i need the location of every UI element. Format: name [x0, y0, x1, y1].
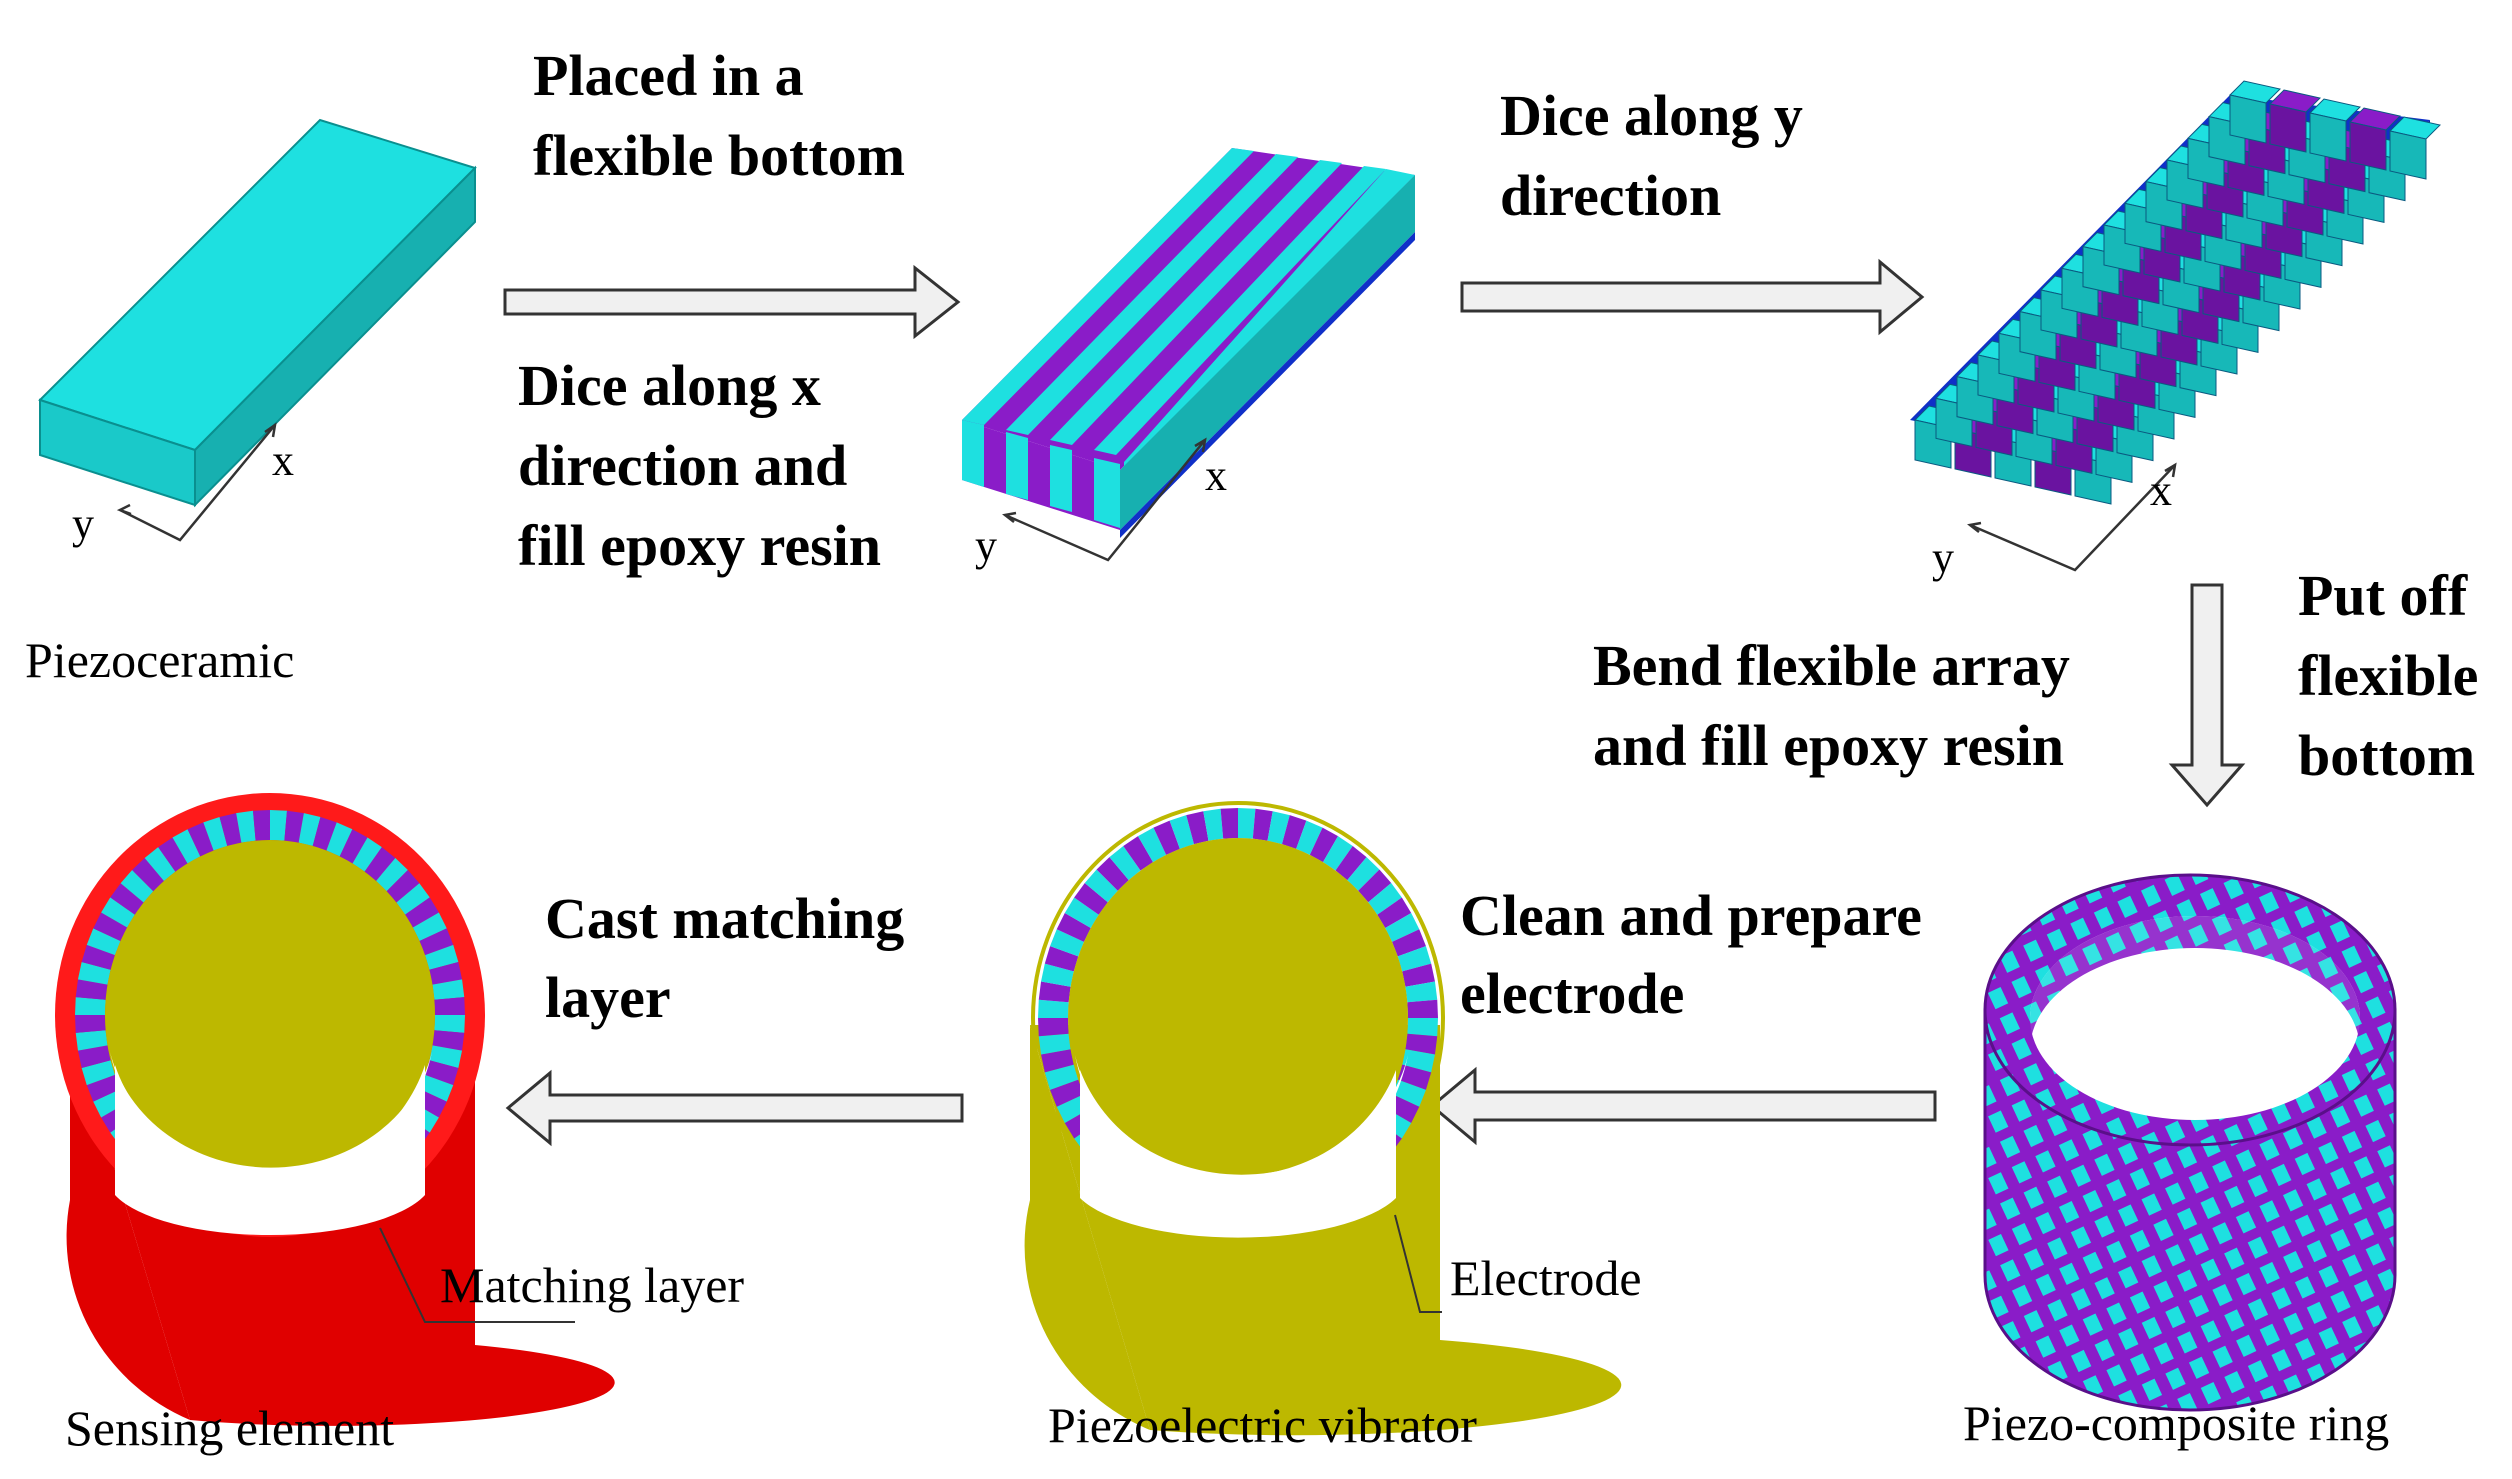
process-arrow-down	[2168, 583, 2246, 808]
step-2-line-1: Dice along x	[518, 353, 821, 418]
matching-layer-leader-line	[379, 1227, 575, 1323]
step-7-line-1: Cast matching	[545, 886, 904, 951]
step-4-line-1: Put off	[2298, 563, 2468, 628]
step-5-line-1: Bend flexible array	[1593, 633, 2070, 698]
x-axis-label-3: x	[2150, 466, 2172, 515]
step-7-line-2: layer	[545, 965, 671, 1030]
step-4-line-2: flexible	[2298, 643, 2478, 708]
step-1-line-2: flexible bottom	[533, 123, 905, 188]
caption-piezo-composite-ring: Piezo-composite ring	[1963, 1395, 2389, 1451]
step-4-line-3: bottom	[2298, 723, 2475, 788]
axis-indicator-3	[1967, 462, 2177, 572]
process-arrow-right-1	[503, 264, 961, 340]
axis-indicator-2	[1002, 437, 1207, 562]
callout-matching-layer: Matching layer	[440, 1257, 744, 1313]
step-1-line-1: Placed in a	[533, 43, 804, 108]
process-arrow-left-2	[1429, 1066, 1937, 1146]
electrode-leader-line	[1394, 1214, 1442, 1313]
piezo-composite-ring	[1983, 873, 2397, 1412]
process-arrow-right-2	[1460, 258, 1925, 336]
y-axis-label-3: y	[1932, 533, 1954, 582]
piezoceramic-block	[38, 118, 477, 508]
piezoelectric-vibrator	[1024, 801, 1622, 1436]
x-axis-label-1: x	[272, 436, 294, 485]
y-axis-label-2: y	[975, 521, 997, 570]
step-6-line-2: electrode	[1460, 961, 1684, 1026]
step-3-line-2: direction	[1500, 163, 1721, 228]
callout-electrode: Electrode	[1450, 1250, 1642, 1306]
axis-indicator-1	[116, 422, 277, 542]
process-arrow-left-3	[505, 1069, 964, 1147]
step-3-line-1: Dice along y	[1500, 83, 1803, 148]
x-axis-label-2: x	[1205, 451, 1227, 500]
step-2-line-2: direction and	[518, 433, 847, 498]
caption-piezoceramic: Piezoceramic	[25, 632, 294, 688]
step-6-line-1: Clean and prepare	[1460, 883, 1922, 948]
y-axis-label-1: y	[72, 499, 94, 548]
step-5-line-2: and fill epoxy resin	[1593, 713, 2064, 778]
fin-rows	[1914, 80, 2441, 505]
caption-sensing-element: Sensing element	[65, 1400, 394, 1456]
caption-piezoelectric-vibrator: Piezoelectric vibrator	[1048, 1397, 1477, 1453]
sensing-element	[55, 793, 615, 1426]
step-2-line-3: fill epoxy resin	[518, 513, 881, 578]
x-diced-block	[962, 148, 1415, 538]
